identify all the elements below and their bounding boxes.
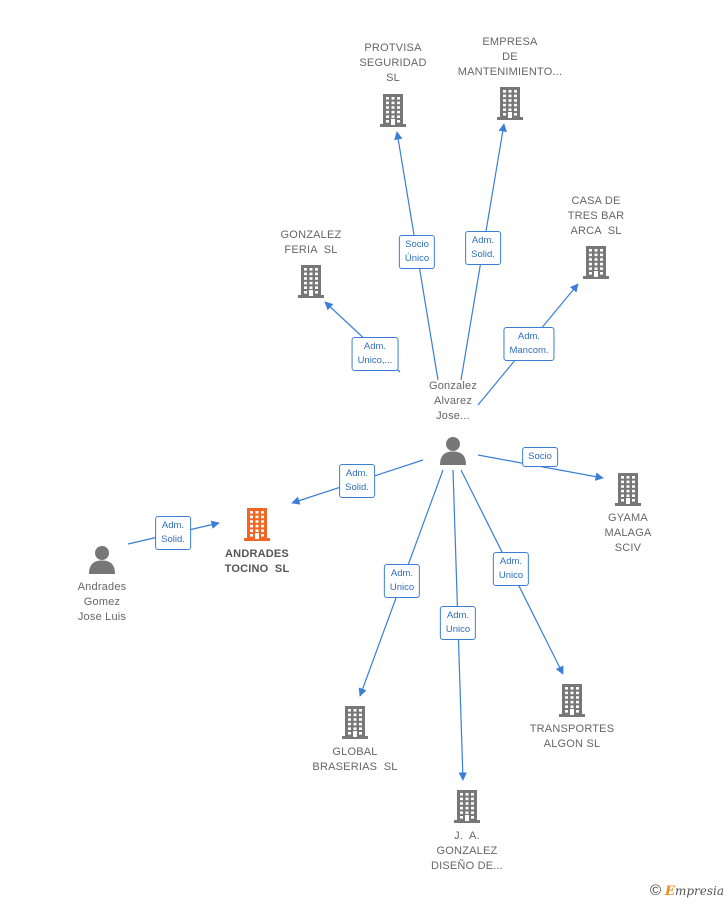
node-label-protvisa: PROTVISA SEGURIDAD SL [359,42,427,84]
building-icon [242,507,272,546]
building-icon [296,264,326,303]
node-label-andrades_tocino: ANDRADES TOCINO SL [224,548,290,575]
brand-initial: E [665,883,675,899]
person-icon [87,544,117,579]
building-icon [613,472,643,511]
brand-name: mpresia [674,883,724,898]
building-icon [378,93,408,132]
building-icon [452,789,482,828]
node-label-transportes: TRANSPORTES ALGON SL [529,723,615,750]
node-label-andrades_gomez: Andrades Gomez Jose Luis [77,581,127,623]
edge-label-transportes[interactable]: Adm. Unico [492,552,530,586]
edge-label-gonzalez_feria[interactable]: Adm. Unico,... [351,337,399,371]
node-label-global: GLOBAL BRASERIAS SL [312,746,398,773]
node-label-gyama: GYAMA MALAGA SCIV [604,512,652,554]
edge-label-casa[interactable]: Adm. Mancom. [503,327,555,361]
node-label-casa: CASA DE TRES BAR ARCA SL [567,195,625,237]
building-icon [495,86,525,125]
brand-watermark: © Empresia [650,882,724,899]
edge-label-global[interactable]: Adm. Unico [383,564,421,598]
edge-label-empresa[interactable]: Adm. Solid. [465,231,501,265]
building-icon [581,245,611,284]
edge-label-ja_gonzalez[interactable]: Adm. Unico [439,606,477,640]
copyright-symbol: © [649,882,662,899]
edge-label-andrades_tocino[interactable]: Adm. Solid. [155,516,191,550]
edge-label-gyama[interactable]: Socio [522,447,558,467]
node-label-gonzalez_feria: GONZALEZ FERIA SL [280,229,342,256]
node-label-empresa: EMPRESA DE MANTENIMIENTO... [457,36,563,78]
building-icon [557,683,587,722]
edge-label-protvisa[interactable]: Socio Único [398,235,436,269]
building-icon [340,705,370,744]
edge-label-andrades_tocino[interactable]: Adm. Solid. [339,464,375,498]
node-label-gonzalez_jose: Gonzalez Alvarez Jose... [428,380,478,422]
person-icon [438,435,468,470]
node-label-ja_gonzalez: J. A. GONZALEZ DISEÑO DE... [430,830,504,872]
